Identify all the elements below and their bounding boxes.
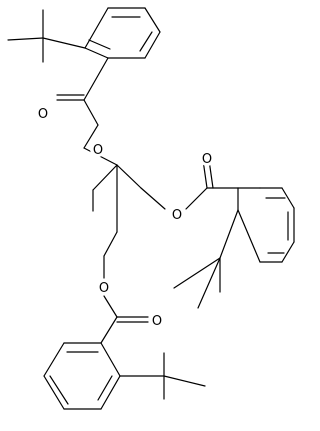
bond-line — [103, 231, 118, 257]
carbonyl-oxygen-top: O — [38, 107, 48, 122]
bond-line — [100, 375, 121, 410]
bond-line — [281, 241, 295, 263]
bond-line — [97, 375, 113, 401]
bond-line — [185, 187, 208, 210]
bond-line — [83, 99, 99, 126]
bond-line — [144, 7, 161, 33]
bond-lines — [7, 7, 295, 410]
bond-line — [7, 37, 44, 41]
bond-line — [237, 209, 261, 263]
atom-label-background — [90, 141, 106, 157]
carbonyl-oxygen-right: O — [202, 152, 212, 167]
bond-line — [84, 7, 109, 49]
bond-line — [84, 47, 109, 59]
bond-line — [281, 187, 295, 209]
ester-oxygen-top: O — [93, 143, 103, 158]
bond-line — [83, 57, 109, 101]
bond-line — [197, 257, 221, 309]
bond-line — [92, 164, 118, 191]
bond-line — [219, 209, 239, 259]
atom-label-background — [199, 150, 215, 166]
bond-line — [43, 375, 65, 410]
atom-label-background — [35, 105, 51, 121]
bond-line — [49, 375, 69, 405]
atom-labels: O O O O O O — [35, 105, 215, 329]
carbonyl-oxygen-lower: O — [152, 314, 162, 329]
atom-label-background — [149, 312, 165, 328]
atom-label-background — [169, 206, 185, 222]
atom-label-background — [96, 279, 112, 295]
ester-oxygen-right: O — [172, 208, 182, 223]
bond-line — [83, 124, 99, 149]
bond-line — [139, 31, 153, 52]
bond-line — [42, 37, 86, 49]
bond-line — [100, 342, 121, 377]
bond-line — [173, 257, 221, 289]
bond-line — [116, 164, 142, 189]
bond-line — [144, 31, 161, 59]
bond-line — [43, 342, 65, 377]
bond-line — [100, 316, 118, 344]
bond-line — [88, 39, 111, 50]
ester-oxygen-lower: O — [99, 281, 109, 296]
bond-line — [140, 187, 166, 210]
bond-line — [103, 295, 118, 318]
bond-line — [163, 375, 206, 387]
